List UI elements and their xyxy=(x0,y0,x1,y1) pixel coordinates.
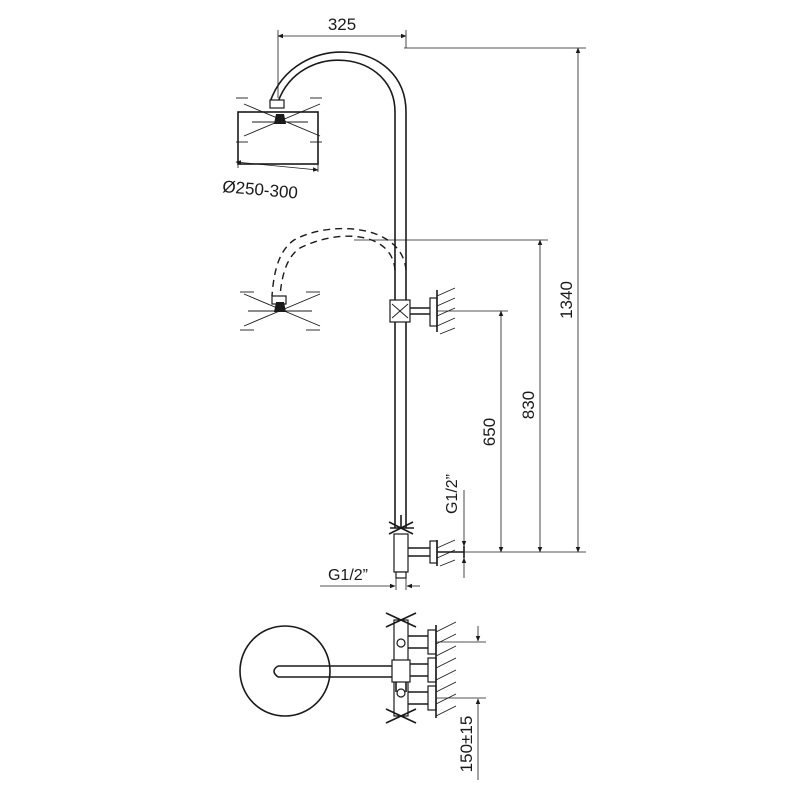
mixer-body-plan xyxy=(385,612,417,724)
dimension-low-position: 650 xyxy=(437,310,508,553)
shower-head-plan xyxy=(239,625,331,717)
dimension-wall-spacing: 150±15 xyxy=(436,626,486,780)
label-wall-spacing: 150±15 xyxy=(457,716,476,773)
label-total-height: 1340 xyxy=(557,281,576,319)
shower-head-lowered xyxy=(240,291,321,331)
dimension-head-diameter: Ø250-300 xyxy=(222,160,319,203)
goose-neck-arm xyxy=(269,51,407,113)
goose-neck-arm-lowered xyxy=(271,227,407,297)
mixer-body xyxy=(388,515,465,579)
top-view: 150±15 xyxy=(239,612,486,780)
dimension-arm-reach: 325 xyxy=(277,15,407,98)
label-head-diameter: Ø250-300 xyxy=(222,177,299,203)
shower-head xyxy=(236,97,322,165)
wall-bracket xyxy=(389,287,456,335)
arm-plan xyxy=(273,665,400,678)
dimension-total-height: 1340 xyxy=(404,47,586,553)
dimension-inlet-side: G1/2” xyxy=(444,474,467,578)
label-high-position: 830 xyxy=(519,391,538,419)
label-inlet-bottom: G1/2” xyxy=(328,567,368,584)
dimension-high-position: 830 xyxy=(354,239,548,553)
label-low-position: 650 xyxy=(480,418,499,446)
front-elevation: 325 Ø250-300 1340 830 650 xyxy=(222,15,586,590)
wall-connections-plan xyxy=(408,621,457,718)
dimension-inlet-bottom: G1/2” xyxy=(320,567,420,590)
label-inlet-side: G1/2” xyxy=(444,474,461,514)
label-arm-reach: 325 xyxy=(328,15,356,34)
